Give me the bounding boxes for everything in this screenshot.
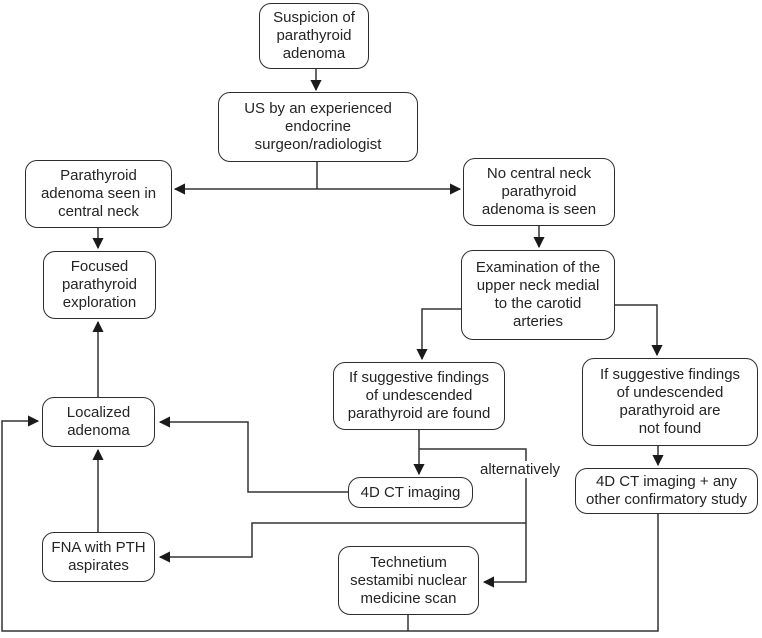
- node-undescended-findings-found: If suggestive findings of undescended pa…: [333, 362, 505, 430]
- connector-ct-to-localized: [158, 416, 348, 493]
- label-alternatively: alternatively: [477, 461, 564, 478]
- node-4d-ct-imaging: 4D CT imaging: [348, 477, 473, 508]
- node-us-by-experienced-surgeon: US by an experienced endocrine surgeon/r…: [218, 92, 418, 162]
- node-no-central-neck-adenoma: No central neck parathyroid adenoma is s…: [463, 158, 615, 226]
- node-fna-with-pth-aspirates: FNA with PTH aspirates: [42, 532, 155, 582]
- node-focused-parathyroid-exploration: Focused parathyroid exploration: [43, 251, 156, 319]
- connector-exam-to-found: [416, 308, 461, 361]
- node-localized-adenoma: Localized adenoma: [42, 397, 155, 447]
- node-adenoma-seen-central-neck: Parathyroid adenoma seen in central neck: [25, 160, 172, 228]
- node-examination-upper-neck: Examination of the upper neck medial to …: [461, 250, 615, 340]
- node-technetium-sestamibi-scan: Technetium sestamibi nuclear medicine sc…: [338, 546, 479, 615]
- node-suspicion-of-parathyroid-adenoma: Suspicion of parathyroid adenoma: [259, 3, 369, 69]
- node-undescended-findings-not-found: If suggestive findings of undescended pa…: [582, 358, 758, 446]
- connector-junction-to-fna: [158, 522, 526, 563]
- connector-ctconfirm-to-localized: [1, 415, 659, 632]
- node-4d-ct-plus-confirmatory-study: 4D CT imaging + any other confirmatory s…: [575, 468, 758, 514]
- connector-exam-to-notfound: [615, 304, 663, 357]
- connector-alternatively-to-technetium: [419, 448, 527, 588]
